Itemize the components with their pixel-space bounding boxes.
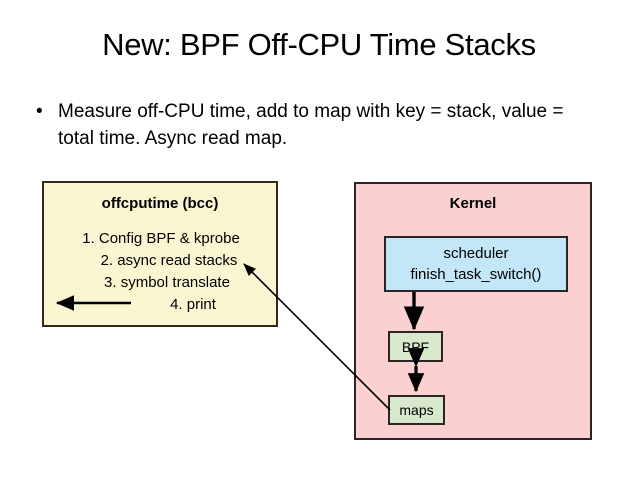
scheduler-label-line1: scheduler	[443, 245, 509, 262]
offcputime-box: offcputime (bcc) 1. Config BPF & kprobe …	[42, 181, 278, 327]
offcputime-step-4: 4. print	[170, 296, 216, 313]
maps-box: maps	[388, 395, 445, 425]
bullet-text: Measure off-CPU time, add to map with ke…	[58, 101, 564, 149]
maps-label: maps	[399, 402, 434, 418]
page-title: New: BPF Off-CPU Time Stacks	[102, 27, 536, 62]
kernel-title: Kernel	[449, 195, 497, 212]
scheduler-label-line2: finish_task_switch()	[410, 266, 542, 283]
bpf-box: BPF	[388, 331, 443, 362]
scheduler-box: scheduler finish_task_switch()	[384, 236, 568, 292]
offcputime-title: offcputime (bcc)	[101, 195, 219, 212]
bpf-label: BPF	[401, 338, 430, 355]
bullet-item: • Measure off-CPU time, add to map with …	[36, 98, 596, 152]
offcputime-step-3: 3. symbol translate	[104, 274, 230, 291]
offcputime-step-2: 2. async read stacks	[100, 252, 238, 269]
bullet-marker: •	[36, 101, 43, 122]
offcputime-steps: 1. Config BPF & kprobe 2. async read sta…	[44, 228, 276, 316]
offcputime-step-1: 1. Config BPF & kprobe	[82, 230, 240, 247]
